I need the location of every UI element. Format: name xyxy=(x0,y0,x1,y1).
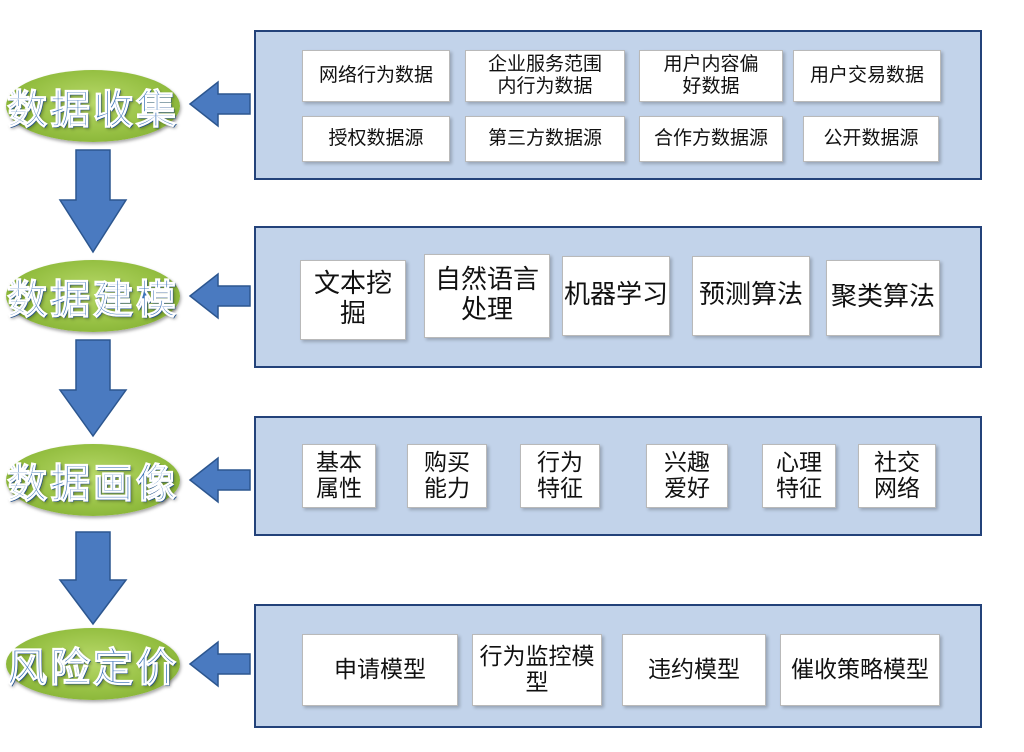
item-box: 文本挖掘 xyxy=(300,260,406,340)
down-arrow-2 xyxy=(58,339,128,438)
stage-label-data-collection: 数据收集 xyxy=(6,70,180,142)
item-box: 行为特征 xyxy=(520,444,600,508)
item-box: 催收策略模型 xyxy=(780,634,940,706)
item-box: 聚类算法 xyxy=(826,260,940,336)
item-box: 用户内容偏好数据 xyxy=(639,50,783,102)
panel-data-collection: 网络行为数据 企业服务范围内行为数据 用户内容偏好数据 用户交易数据 授权数据源… xyxy=(254,30,982,180)
item-box: 心理特征 xyxy=(762,444,836,508)
item-box: 网络行为数据 xyxy=(302,50,450,102)
item-box: 购买能力 xyxy=(407,444,487,508)
item-box: 基本属性 xyxy=(302,444,376,508)
stage-label-risk-pricing: 风险定价 xyxy=(6,628,180,700)
down-arrow-1 xyxy=(58,149,128,254)
item-box: 违约模型 xyxy=(622,634,766,706)
stage-title: 数据画像 xyxy=(7,460,179,508)
item-box: 预测算法 xyxy=(692,256,810,336)
left-arrow-2 xyxy=(188,272,251,320)
left-arrow-1 xyxy=(188,80,251,128)
item-box: 兴趣爱好 xyxy=(646,444,728,508)
item-box: 第三方数据源 xyxy=(465,116,625,162)
panel-data-modeling: 文本挖掘 自然语言处理 机器学习 预测算法 聚类算法 xyxy=(254,226,982,368)
down-arrow-3 xyxy=(58,531,128,626)
item-box: 行为监控模型 xyxy=(472,634,602,706)
stage-title: 数据建模 xyxy=(7,276,179,324)
item-box: 合作方数据源 xyxy=(639,116,783,162)
item-box: 公开数据源 xyxy=(803,116,939,162)
stage-title: 风险定价 xyxy=(7,644,179,692)
item-box: 社交网络 xyxy=(858,444,936,508)
item-box: 用户交易数据 xyxy=(793,50,941,102)
item-box: 企业服务范围内行为数据 xyxy=(465,50,625,102)
stage-label-data-portrait: 数据画像 xyxy=(6,444,180,516)
stage-title: 数据收集 xyxy=(7,86,179,134)
item-box: 机器学习 xyxy=(562,256,670,336)
item-box: 授权数据源 xyxy=(302,116,450,162)
left-arrow-4 xyxy=(188,640,251,688)
item-box: 自然语言处理 xyxy=(424,254,550,338)
left-arrow-3 xyxy=(188,456,251,504)
panel-risk-pricing: 申请模型 行为监控模型 违约模型 催收策略模型 xyxy=(254,604,982,728)
stage-label-data-modeling: 数据建模 xyxy=(6,260,180,332)
panel-data-portrait: 基本属性 购买能力 行为特征 兴趣爱好 心理特征 社交网络 xyxy=(254,416,982,536)
item-box: 申请模型 xyxy=(302,634,458,706)
